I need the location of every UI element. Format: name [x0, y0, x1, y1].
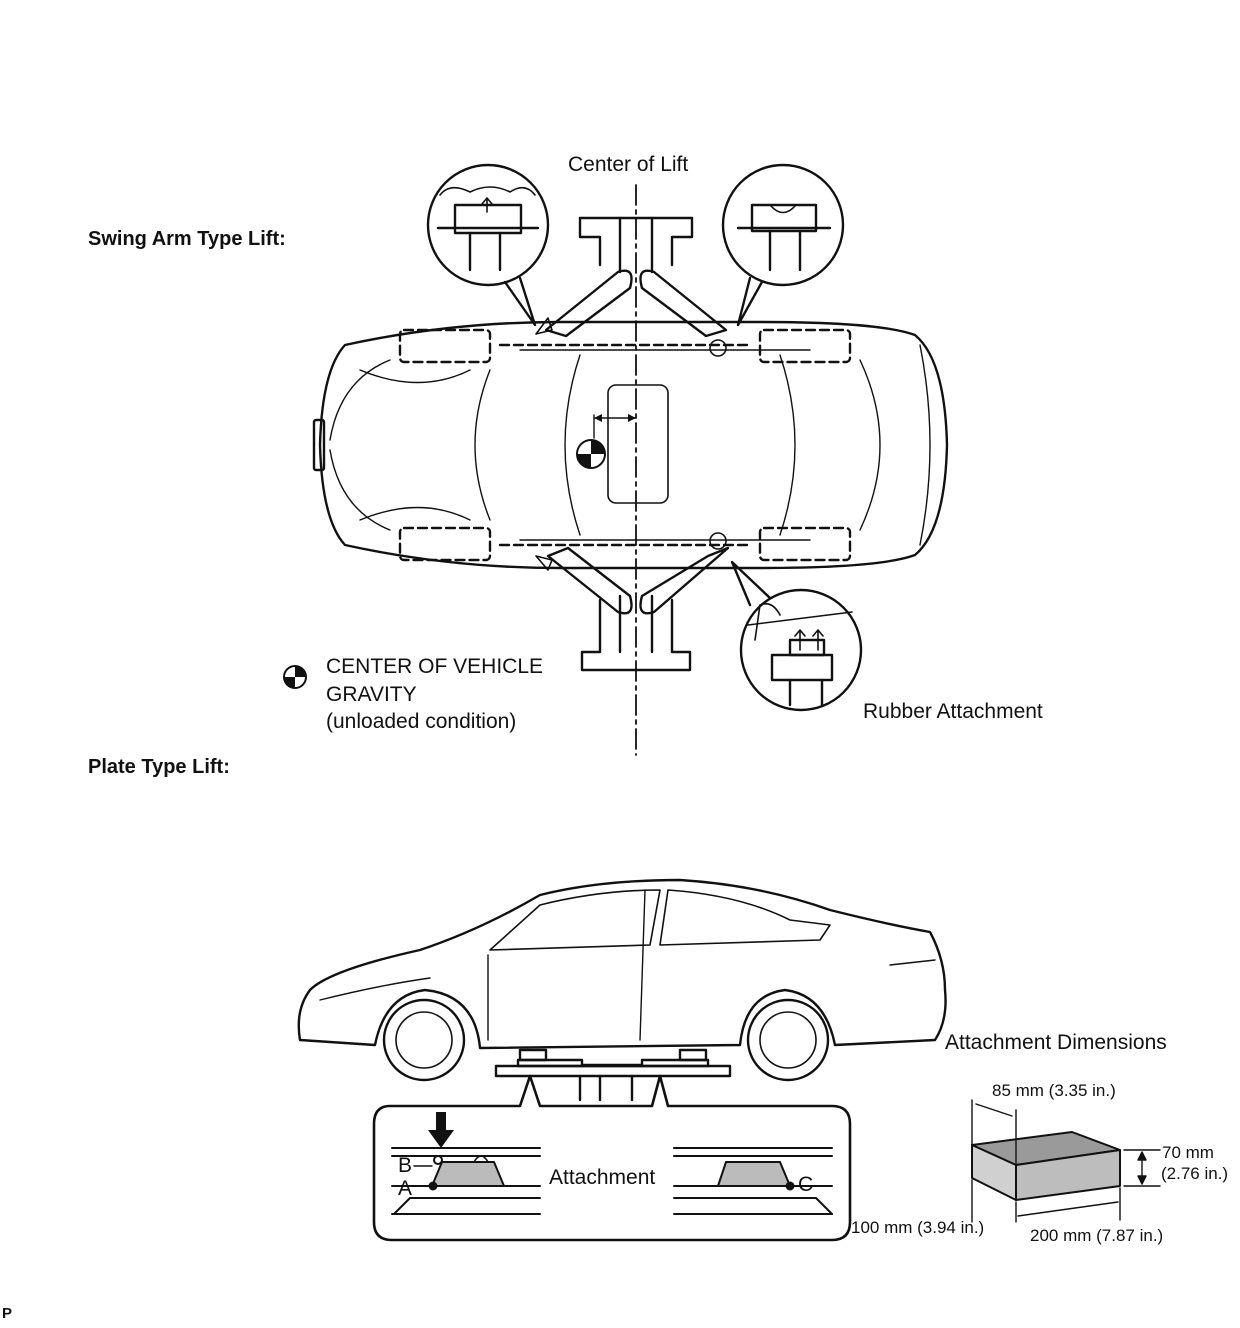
dimension-lines: [971, 1099, 1161, 1223]
rubber-attachment-label: Rubber Attachment: [863, 700, 1043, 723]
car-side-view: [297, 878, 947, 1082]
attachment-detail-box: [372, 1074, 852, 1242]
plate-type-title: Plate Type Lift:: [88, 756, 230, 778]
swing-arms-top: [544, 269, 728, 338]
point-c-label: C: [798, 1173, 814, 1196]
jack-point-markers: [535, 317, 727, 571]
attachment-dimensions-title: Attachment Dimensions: [945, 1031, 1167, 1054]
dim-70-label-in: (2.76 in.): [1161, 1164, 1229, 1183]
car-top-view: [312, 320, 949, 570]
point-a-label: A: [398, 1177, 413, 1200]
lift-post-bottom: [580, 594, 692, 672]
plate-lift: [494, 1048, 732, 1102]
footer-code: P: [2, 1305, 13, 1322]
gravity-label-line2: GRAVITY: [326, 683, 417, 706]
callout-top-left: [426, 163, 550, 327]
lift-post-top: [578, 216, 694, 274]
center-of-lift-label: Center of Lift: [568, 153, 689, 176]
down-arrow: [428, 1112, 454, 1148]
callout-rubber-attachment: [730, 560, 863, 712]
dim-85-label: 85 mm (3.35 in.): [992, 1081, 1116, 1100]
dim-100-label: 100 mm (3.94 in.): [851, 1218, 985, 1237]
swing-arm-title: Swing Arm Type Lift:: [88, 228, 286, 250]
swing-arms-bottom: [546, 546, 730, 615]
dim-200-label: 200 mm (7.87 in.): [1030, 1226, 1164, 1245]
jack-point-zones: [398, 328, 852, 562]
attachment-detail-lines: [391, 1147, 833, 1215]
gravity-legend-icon: [283, 665, 307, 689]
callout-top-right: [721, 163, 845, 327]
attachment-block: [971, 1131, 1121, 1201]
dim-70-label-mm: 70 mm: [1162, 1143, 1214, 1162]
center-of-gravity-symbol: [576, 414, 637, 469]
gravity-label-line1: CENTER OF VEHICLE: [326, 655, 544, 678]
attachment-label: Attachment: [547, 1165, 658, 1192]
gravity-label-line3: (unloaded condition): [326, 710, 517, 733]
point-b-label: B: [398, 1154, 413, 1177]
